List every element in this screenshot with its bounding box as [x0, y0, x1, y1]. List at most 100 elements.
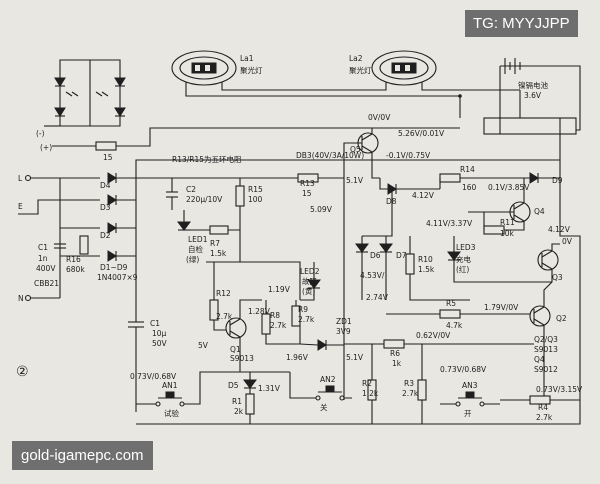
- voltage-062: 0.62V/0V: [416, 331, 451, 340]
- svg-text:D5: D5: [228, 381, 239, 390]
- voltage-128: 1.28V: [248, 307, 271, 316]
- svg-text:Q1: Q1: [230, 345, 241, 354]
- svg-text:2.7k: 2.7k: [402, 389, 419, 398]
- svg-text:C2: C2: [186, 185, 196, 194]
- transistor-q2: Q2: [529, 305, 567, 327]
- svg-text:ZD1: ZD1: [336, 317, 352, 326]
- svg-text:关: 关: [320, 402, 328, 412]
- bridge-rectifier-top: [54, 59, 126, 127]
- svg-text:D2: D2: [100, 231, 111, 240]
- capacitor-c1: C1 10μ 50V: [128, 319, 168, 348]
- resistor-r10: R10 1.5k: [405, 253, 435, 275]
- figure-number: ②: [16, 364, 29, 380]
- svg-text:S9013: S9013: [534, 345, 558, 354]
- voltage-073c: 0.73V/3.15V: [536, 385, 583, 394]
- svg-text:R6: R6: [390, 349, 400, 358]
- svg-text:D1~D9: D1~D9: [100, 263, 128, 272]
- battery-voltage: 3.6V: [524, 91, 542, 100]
- svg-text:680k: 680k: [66, 265, 85, 274]
- svg-text:2.7k: 2.7k: [216, 312, 233, 321]
- svg-text:D4: D4: [100, 181, 111, 190]
- svg-text:15: 15: [302, 189, 312, 198]
- button-an2: AN2 关: [315, 375, 345, 412]
- voltage-01-385: 0.1V/3.85V: [488, 183, 530, 192]
- svg-text:1.2k: 1.2k: [362, 389, 379, 398]
- diode-d1: D1~D9 1N4007×9: [97, 250, 138, 282]
- terminal-e: E: [18, 202, 23, 211]
- switch-block: [483, 117, 577, 135]
- svg-text:D7: D7: [396, 251, 407, 260]
- lamp-la2: La2 聚光灯: [349, 50, 437, 86]
- svg-text:(黄): (黄): [302, 286, 315, 296]
- svg-text:R3: R3: [404, 379, 414, 388]
- button-an1: AN1 试验: [155, 381, 185, 418]
- resistor-r15: R15 100: [235, 185, 263, 207]
- svg-text:(绿): (绿): [186, 255, 199, 264]
- resistor-r6: R6 1k: [383, 339, 405, 368]
- svg-text:LED3: LED3: [456, 243, 476, 252]
- voltage-412b: 4.12V: [548, 225, 571, 234]
- svg-text:D8: D8: [386, 197, 397, 206]
- voltage-51a: 5.1V: [346, 176, 364, 185]
- resistor-r7: R7 1.5k: [209, 225, 229, 258]
- svg-text:D3: D3: [100, 203, 111, 212]
- svg-text:AN2: AN2: [320, 375, 336, 384]
- db3-label: DB3(40V/3A/10W): [296, 151, 364, 160]
- svg-text:D9: D9: [552, 176, 563, 185]
- diode-d5: D5: [228, 379, 257, 390]
- diode-d4: D4: [100, 172, 117, 190]
- voltage-119: 1.19V: [268, 285, 291, 294]
- terminal-n: N: [18, 294, 24, 303]
- svg-text:Q5: Q5: [350, 145, 361, 154]
- svg-text:R11: R11: [500, 218, 515, 227]
- svg-text:1N4007×9: 1N4007×9: [97, 273, 138, 282]
- transistor-q3: Q3: [537, 249, 563, 282]
- svg-text:160: 160: [462, 183, 477, 192]
- terminal-plus: (+): [40, 143, 52, 152]
- svg-text:试验: 试验: [164, 408, 179, 418]
- svg-text:400V: 400V: [36, 264, 56, 273]
- led2: LED2 故障 (黄): [300, 267, 321, 296]
- diode-d7: D7: [379, 243, 407, 260]
- svg-text:R5: R5: [446, 299, 456, 308]
- svg-text:R16: R16: [66, 255, 81, 264]
- svg-text:R13: R13: [300, 179, 315, 188]
- svg-text:(红): (红): [456, 264, 469, 274]
- svg-text:2.7k: 2.7k: [270, 321, 287, 330]
- diode-d8: D8: [386, 183, 397, 206]
- voltage-526: 5.26V/0.01V: [398, 129, 445, 138]
- svg-text:LED1: LED1: [188, 235, 208, 244]
- svg-text:50V: 50V: [152, 339, 168, 348]
- svg-text:1.5k: 1.5k: [210, 249, 227, 258]
- svg-text:R9: R9: [298, 305, 308, 314]
- voltage-0v: 0V: [562, 237, 573, 246]
- voltage-274: 2.74V: [366, 293, 389, 302]
- svg-text:AN1: AN1: [162, 381, 178, 390]
- svg-text:1.5k: 1.5k: [418, 265, 435, 274]
- top-right-watermark: TG: MYYJJPP: [465, 10, 578, 37]
- svg-text:R7: R7: [210, 239, 220, 248]
- capacitor-cbb21: C1 1n 400V CBB21: [34, 243, 66, 288]
- voltage-412a: 4.12V: [412, 191, 435, 200]
- svg-text:4.7k: 4.7k: [446, 321, 463, 330]
- led1: LED1 自检 (绿): [177, 221, 208, 264]
- resistor-r3: R3 2.7k: [402, 379, 427, 401]
- svg-text:开: 开: [464, 409, 472, 418]
- battery-label: 镍镉电池: [518, 80, 548, 90]
- bottom-left-watermark: gold-igamepc.com: [12, 441, 153, 470]
- svg-text:R14: R14: [460, 165, 475, 174]
- svg-text:AN3: AN3: [462, 381, 478, 390]
- resistor-r1: R1 2k: [232, 393, 255, 416]
- voltage-411: 4.11V/3.37V: [426, 219, 473, 228]
- svg-text:1n: 1n: [38, 254, 48, 263]
- voltage-196: 1.96V: [286, 353, 309, 362]
- resistor-r8: R8 2.7k: [261, 311, 287, 335]
- svg-text:3V9: 3V9: [336, 327, 351, 336]
- svg-text:S9013: S9013: [230, 354, 254, 363]
- resistor-r5: R5 4.7k: [439, 299, 463, 330]
- svg-text:R2: R2: [362, 379, 372, 388]
- resistor-r16: R16 680k: [66, 235, 89, 274]
- svg-text:D6: D6: [370, 251, 381, 260]
- svg-text:Q3: Q3: [552, 273, 563, 282]
